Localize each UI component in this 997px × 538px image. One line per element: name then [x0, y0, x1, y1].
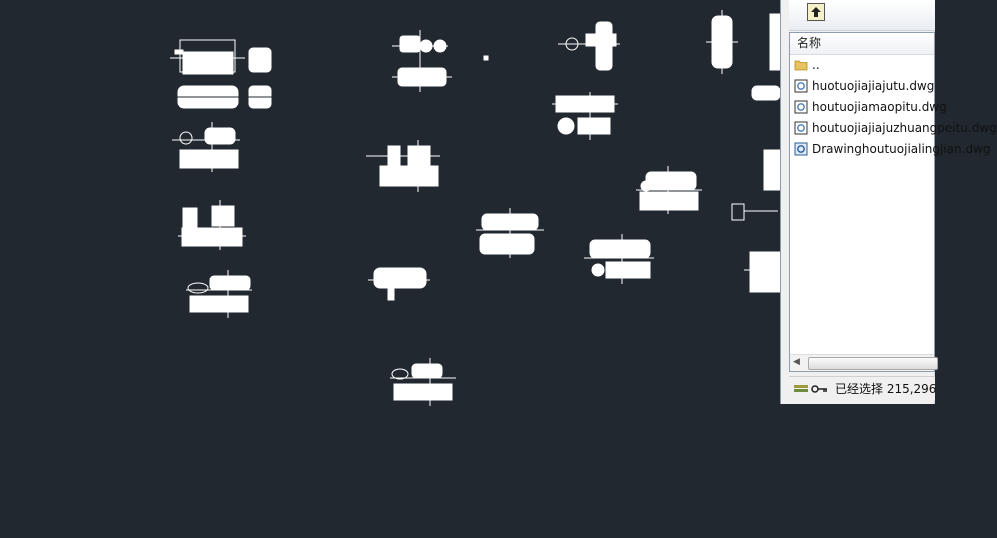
file-name: houtuojiajiajuzhuangpeitu.dwg [812, 121, 997, 135]
column-header-name[interactable]: 名称 [790, 33, 934, 55]
cad-drawing-1 [170, 39, 276, 109]
file-name: .. [812, 58, 820, 72]
cad-drawing-13 [706, 10, 738, 74]
dwg-file-icon [794, 79, 808, 93]
key-icon [811, 385, 827, 393]
cad-drawing-9 [476, 208, 544, 258]
file-name: Drawinghoutuojialingjian.dwg [812, 142, 991, 156]
cad-drawing-10 [552, 21, 620, 140]
list-item-file[interactable]: Drawinghoutuojialingjian.dwg [790, 139, 991, 160]
scroll-left-icon[interactable]: ◀ [793, 357, 800, 367]
cad-drawing-11 [584, 234, 654, 284]
dwg-file-icon [794, 142, 808, 156]
file-list[interactable]: 名称 .. huotuojiajiajutu.dwg houtuojiamaop… [789, 32, 997, 372]
selection-count: 已经选择 215,296 [835, 382, 937, 396]
cad-drawing-14 [731, 203, 778, 221]
status-icons [794, 385, 827, 393]
list-item-parent-folder[interactable]: .. [790, 55, 934, 76]
scrollbar-thumb[interactable] [808, 357, 938, 370]
dwg-file-icon [794, 100, 808, 114]
cad-drawing-3 [178, 200, 246, 250]
cad-drawing-15 [744, 13, 781, 293]
cad-drawing-7 [368, 267, 430, 301]
up-folder-button[interactable] [807, 3, 825, 21]
list-item-file[interactable]: huotuojiajiajutu.dwg [790, 76, 934, 97]
cad-drawing-12 [636, 166, 702, 214]
folder-icon [794, 60, 808, 71]
cad-drawing-5 [392, 30, 452, 92]
status-bar: 已经选择 215,296 [789, 376, 937, 401]
cad-drawing-2 [172, 122, 240, 172]
cad-drawing-8 [390, 358, 456, 406]
file-browser-panel: 名称 .. huotuojiajiajutu.dwg houtuojiamaop… [780, 0, 997, 404]
dwg-file-icon [794, 121, 808, 135]
cad-drawing-area[interactable] [0, 0, 934, 538]
list-item-file[interactable]: houtuojiajiajuzhuangpeitu.dwg [790, 118, 997, 139]
panel-toolbar [789, 0, 935, 31]
layer-icon [794, 385, 808, 392]
file-name: houtuojiamaopitu.dwg [812, 100, 947, 114]
cad-drawing-6 [366, 140, 440, 192]
cad-drawing-4 [186, 270, 252, 318]
horizontal-scrollbar[interactable]: ◀ [790, 354, 938, 371]
cad-mark [483, 55, 489, 61]
file-name: huotuojiajiajutu.dwg [812, 79, 935, 93]
up-arrow-icon [811, 7, 821, 17]
list-item-file[interactable]: houtuojiamaopitu.dwg [790, 97, 947, 118]
